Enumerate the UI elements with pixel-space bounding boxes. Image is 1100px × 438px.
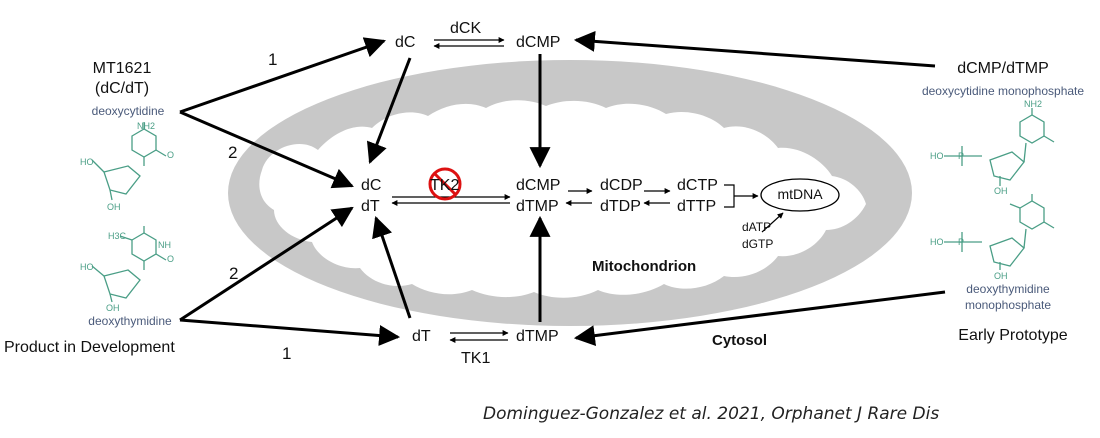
dcmp-cytosol-node: dCMP [516, 34, 561, 51]
dtmp-structure-icon [944, 194, 1055, 270]
nh2-label: NH2 [137, 121, 156, 131]
dc-cytosol-node: dC [395, 34, 416, 51]
nh-label: NH [158, 240, 171, 250]
deoxycytidine-structure-icon [91, 122, 167, 201]
dgtp-label: dGTP [742, 237, 774, 251]
dc-mito-node: dC [361, 177, 382, 194]
dcmp-mito-node: dCMP [516, 177, 561, 194]
p-label-2: P [958, 237, 965, 247]
dttp-node: dTTP [677, 198, 717, 215]
tk2-inhibition-icon [428, 167, 462, 201]
datp-label: dATP [742, 220, 772, 234]
ho-label: HO [80, 157, 94, 167]
oh-label: OH [107, 202, 121, 212]
dtmp-cytosol-node: dTMP [516, 328, 559, 345]
nh2-label-2: NH2 [1024, 99, 1043, 109]
citation: Dominguez-Gonzalez et al. 2021, Orphanet… [483, 404, 940, 424]
o-label-2: O [167, 254, 175, 264]
oh-label-3: OH [994, 186, 1008, 196]
dck-enzyme-label: dCK [450, 20, 482, 37]
ho-label-3: HO [930, 151, 944, 161]
mitochondrion-shape [228, 60, 912, 326]
dtmp-mito-node: dTMP [516, 198, 559, 215]
mtdna-node [760, 178, 840, 212]
deoxythymidine-label-right: deoxythymidine [966, 282, 1050, 296]
oh-label-4: OH [994, 271, 1008, 281]
dtdp-node: dTDP [600, 198, 641, 215]
deoxycytidine-label: deoxycytidine [91, 104, 165, 118]
pathway-1-top-label: 1 [268, 50, 278, 69]
oh-label-2: OH [106, 303, 120, 313]
deoxythymidine-label: deoxythymidine [88, 314, 172, 328]
cytosol-label: Cytosol [712, 332, 768, 349]
o-label: O [167, 150, 175, 160]
ho-label-4: HO [930, 237, 944, 247]
h3c-label: H3C [108, 231, 127, 241]
dt-cytosol-node: dT [412, 328, 431, 345]
dcmp-structure-icon [944, 108, 1055, 186]
thick-arrows [179, 30, 946, 347]
pathway-2-top-label: 2 [228, 143, 238, 162]
mt1621-label: MT1621 [92, 60, 152, 77]
p-label: P [958, 151, 965, 161]
product-in-development-label: Product in Development [4, 339, 175, 356]
monophosphate-label-right: monophosphate [964, 298, 1052, 312]
thin-arrows [391, 37, 784, 343]
dt-mito-node: dT [361, 198, 380, 215]
tk2-enzyme-label: TK2 [430, 177, 460, 194]
early-prototype-label: Early Prototype [958, 327, 1068, 344]
deoxythymidine-structure-icon [91, 226, 167, 303]
mt1621-sub-label: (dC/dT) [94, 80, 150, 97]
pathway-2-bottom-label: 2 [229, 264, 239, 283]
tk1-enzyme-label: TK1 [461, 350, 491, 367]
dcdp-node: dCDP [600, 177, 643, 194]
deoxycytidine-monophosphate-label: deoxycytidine monophosphate [921, 84, 1085, 98]
ho-label-2: HO [80, 262, 94, 272]
dctp-node: dCTP [677, 177, 718, 194]
pathway-1-bottom-label: 1 [282, 344, 292, 363]
mitochondrion-label: Mitochondrion [592, 258, 697, 275]
dcmp-dtmp-label: dCMP/dTMP [957, 60, 1049, 77]
mtdna-label: mtDNA [777, 186, 823, 202]
